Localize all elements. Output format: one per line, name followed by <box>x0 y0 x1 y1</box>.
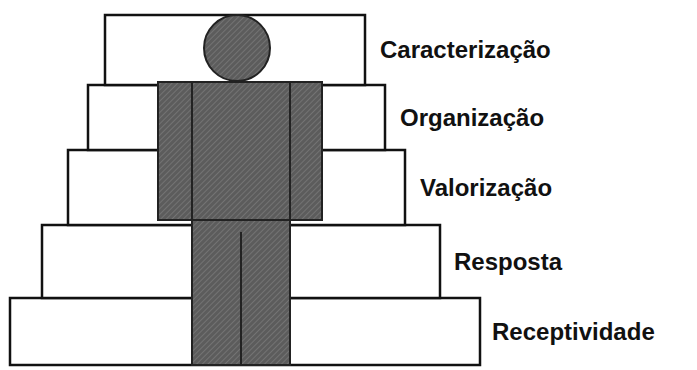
human-figure <box>158 15 322 365</box>
leg-split <box>240 232 242 365</box>
step <box>105 15 365 85</box>
level-label: Receptividade <box>492 319 655 345</box>
level-label: Organização <box>400 105 544 131</box>
head <box>204 15 270 81</box>
steps <box>10 15 480 365</box>
arm-line <box>289 82 291 220</box>
level-label: Caracterização <box>380 37 551 63</box>
level-label: Resposta <box>454 249 562 275</box>
level-label: Valorização <box>420 175 552 201</box>
arm-line <box>191 82 193 220</box>
torso <box>158 82 322 220</box>
